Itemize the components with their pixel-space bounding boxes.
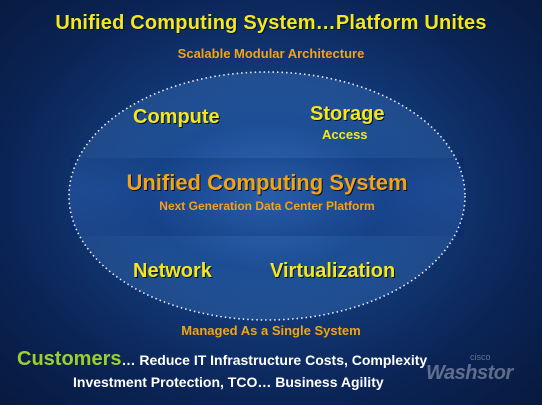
bottom-line-1-rest: … Reduce IT Infrastructure Costs, Comple… bbox=[121, 352, 428, 368]
watermark-logo: Washstor bbox=[426, 362, 513, 384]
center-title: Unified Computing System bbox=[126, 170, 408, 195]
quadrant-virtualization: Virtualization bbox=[270, 260, 396, 282]
customers-label: Customers bbox=[17, 348, 122, 370]
ellipse-fill bbox=[69, 72, 465, 320]
ellipse-outline bbox=[68, 71, 466, 321]
slide-title: Unified Computing System…Platform Unites bbox=[55, 12, 487, 34]
quadrant-network: Network bbox=[133, 260, 212, 282]
bottom-line-1: Customers… Reduce IT Infrastructure Cost… bbox=[17, 348, 537, 371]
quadrant-storage-sub: Access bbox=[322, 127, 368, 142]
center-subtitle: Next Generation Data Center Platform bbox=[159, 199, 375, 213]
quadrant-compute: Compute bbox=[133, 106, 220, 128]
slide-subtitle: Scalable Modular Architecture bbox=[177, 46, 365, 61]
bottom-line-2: Investment Protection, TCO… Business Agi… bbox=[73, 374, 384, 390]
watermark-small-text: cisco bbox=[470, 352, 491, 362]
managed-caption: Managed As a Single System bbox=[181, 323, 361, 338]
quadrant-storage: Storage bbox=[310, 103, 385, 125]
